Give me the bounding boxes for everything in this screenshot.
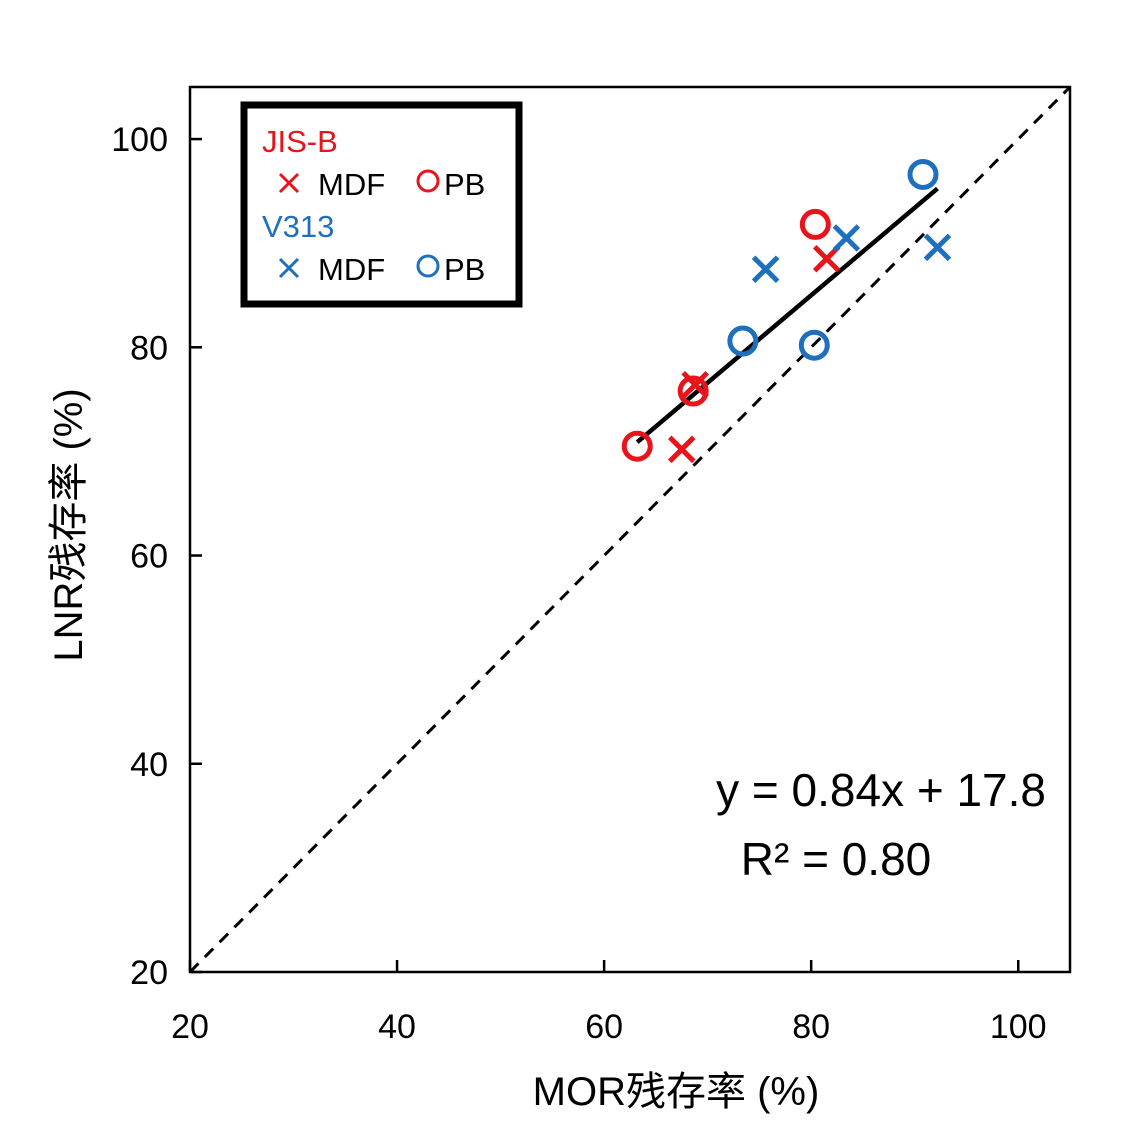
legend-v313-pb-circle-marker <box>416 254 440 278</box>
x-tick-label: 100 <box>990 1008 1047 1046</box>
legend-jisb-pb-circle-marker <box>416 169 440 193</box>
data-points <box>621 158 952 464</box>
legend-group-v313-label: V313 <box>262 209 334 244</box>
identity-reference-line <box>188 85 1072 974</box>
plot-area-frame <box>188 85 1072 974</box>
legend-v313-pb-label: PB <box>444 252 485 287</box>
x-tick-label: 40 <box>378 1008 416 1046</box>
y-tick-label: 60 <box>130 538 168 576</box>
jisb-mdf-x-point <box>812 245 841 273</box>
legend-v313-mdf-label: MDF <box>318 252 385 287</box>
x-tick-label: 80 <box>792 1008 830 1046</box>
r-squared-value: R² = 0.80 <box>741 833 932 885</box>
legend-group-jisb-label: JIS-B <box>262 124 338 159</box>
jisb-pb-circle-point <box>621 430 653 462</box>
x-tick-label: 20 <box>171 1008 209 1046</box>
y-axis-title: LNR残存率 (%) <box>47 388 91 661</box>
legend-v313-mdf-x-marker <box>278 257 300 279</box>
legend-jisb-mdf-x-marker <box>278 172 300 194</box>
legend: JIS-B MDF PB V313 MDF PB <box>240 101 523 308</box>
v313-mdf-x-point <box>832 224 861 252</box>
v313-pb-circle-point <box>907 158 939 190</box>
legend-jisb-mdf-label: MDF <box>318 167 385 202</box>
v313-mdf-x-point <box>923 233 952 262</box>
v313-mdf-x-point <box>751 255 780 283</box>
v313-pb-circle-point <box>727 325 759 357</box>
y-tick-label: 20 <box>130 954 168 992</box>
y-tick-label: 100 <box>111 121 168 159</box>
y-tick-label: 80 <box>130 329 168 367</box>
jisb-pb-circle-point <box>799 208 831 240</box>
y-tick-label: 40 <box>130 746 168 784</box>
x-tick-label: 60 <box>585 1008 623 1046</box>
v313-pb-circle-point <box>798 329 830 361</box>
legend-jisb-pb-label: PB <box>444 167 485 202</box>
jisb-mdf-x-point <box>667 435 696 464</box>
axis-ticks: 20 40 60 80 100 20 40 60 80 100 <box>111 121 1046 1046</box>
regression-equation: y = 0.84x + 17.8 <box>716 764 1046 816</box>
jisb-pb-circle-point <box>677 375 709 407</box>
x-axis-title: MOR残存率 (%) <box>533 1070 820 1114</box>
